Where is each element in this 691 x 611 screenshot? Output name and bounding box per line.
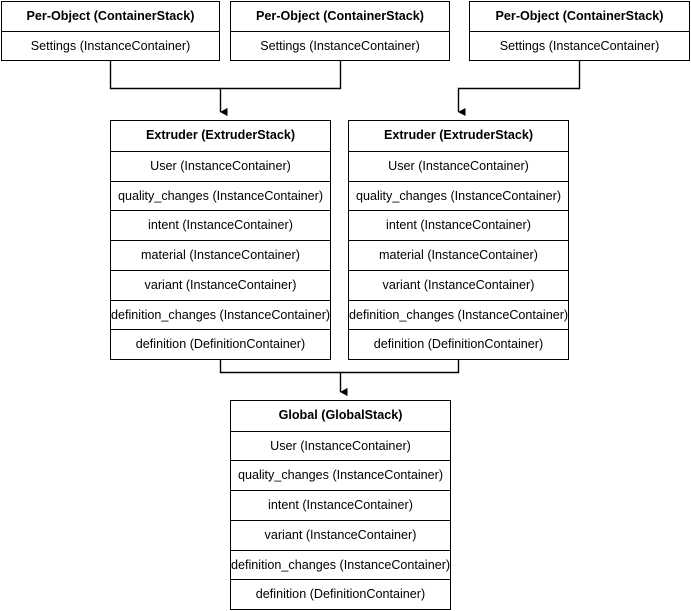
node-row-user: User (InstanceContainer)	[111, 150, 330, 181]
node-row-material: material (InstanceContainer)	[349, 240, 568, 270]
node-row-intent: intent (InstanceContainer)	[231, 490, 450, 520]
node-row-user: User (InstanceContainer)	[349, 150, 568, 181]
node-row-variant: variant (InstanceContainer)	[111, 269, 330, 300]
edge-extruder-2-to-global	[340, 360, 460, 374]
node-extruder-1[interactable]: Extruder (ExtruderStack) User (InstanceC…	[110, 120, 331, 360]
node-row-definition-changes: definition_changes (InstanceContainer)	[231, 549, 450, 580]
node-row-variant: variant (InstanceContainer)	[349, 269, 568, 300]
node-header: Per-Object (ContainerStack)	[495, 9, 664, 23]
node-header: Global (GlobalStack)	[278, 408, 403, 422]
edge-per-object-3-to-extruder-2	[457, 61, 581, 117]
node-global-stack[interactable]: Global (GlobalStack) User (InstanceConta…	[230, 400, 451, 610]
node-row-settings: Settings (InstanceContainer)	[470, 30, 689, 60]
node-row-intent: intent (InstanceContainer)	[349, 210, 568, 240]
node-header: Per-Object (ContainerStack)	[256, 9, 424, 23]
edge-per-object-1-to-extruder-1	[109, 61, 228, 117]
node-row-settings: Settings (InstanceContainer)	[231, 30, 449, 60]
node-header: Extruder (ExtruderStack)	[383, 128, 534, 142]
node-row-definition-changes: definition_changes (InstanceContainer)	[111, 299, 330, 330]
edge-extruder-1-to-global	[219, 360, 348, 397]
node-row-intent: intent (InstanceContainer)	[111, 210, 330, 240]
node-per-object-3[interactable]: Per-Object (ContainerStack) Settings (In…	[469, 1, 690, 61]
node-header: Extruder (ExtruderStack)	[145, 128, 296, 142]
node-extruder-2[interactable]: Extruder (ExtruderStack) User (InstanceC…	[348, 120, 569, 360]
node-row-settings: Settings (InstanceContainer)	[2, 30, 219, 60]
edge-per-object-2-to-extruder-1	[220, 61, 342, 90]
node-row-material: material (InstanceContainer)	[111, 240, 330, 270]
node-row-quality-changes: quality_changes (InstanceContainer)	[349, 180, 568, 211]
node-row-quality-changes: quality_changes (InstanceContainer)	[111, 180, 330, 211]
node-per-object-2[interactable]: Per-Object (ContainerStack) Settings (In…	[230, 1, 450, 61]
node-per-object-1[interactable]: Per-Object (ContainerStack) Settings (In…	[1, 1, 220, 61]
node-row-definition: definition (DefinitionContainer)	[231, 579, 450, 609]
node-header: Per-Object (ContainerStack)	[26, 9, 195, 23]
node-row-quality-changes: quality_changes (InstanceContainer)	[231, 460, 450, 490]
node-row-definition-changes: definition_changes (InstanceContainer)	[349, 299, 568, 330]
node-row-user: User (InstanceContainer)	[231, 430, 450, 461]
node-row-definition: definition (DefinitionContainer)	[349, 329, 568, 359]
node-row-variant: variant (InstanceContainer)	[231, 519, 450, 550]
node-row-definition: definition (DefinitionContainer)	[111, 329, 330, 359]
